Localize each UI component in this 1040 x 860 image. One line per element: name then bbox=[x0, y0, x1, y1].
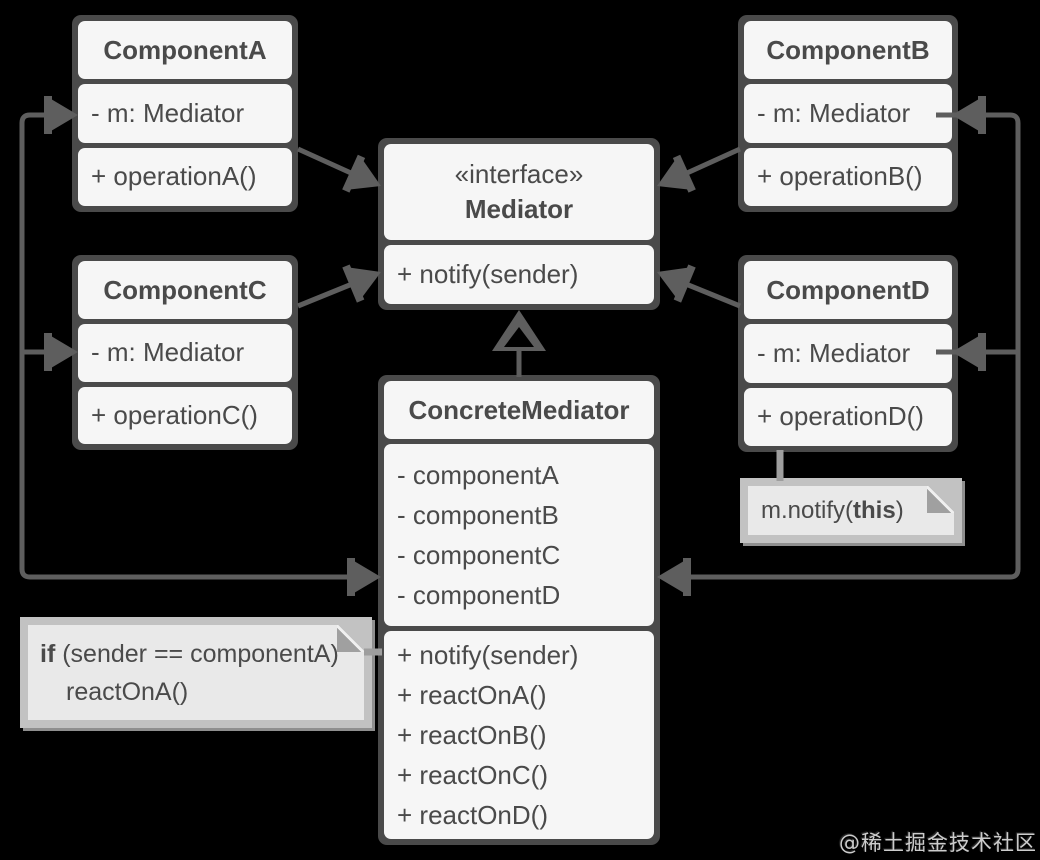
class-attribute: - m: Mediator bbox=[744, 84, 952, 143]
note-m-notify: m.notify(this) bbox=[740, 478, 962, 543]
class-method: + reactOnB() bbox=[397, 720, 547, 750]
class-title: ConcreteMediator bbox=[384, 381, 654, 439]
note-if-condition: if (sender == componentA) reactOnA() bbox=[20, 617, 372, 728]
arrowhead-into-concrete-mediator-left bbox=[347, 558, 381, 596]
note-fold-icon bbox=[927, 486, 954, 513]
class-box-componentA: ComponentA - m: Mediator + operationA() bbox=[72, 15, 298, 212]
class-box-componentC: ComponentC - m: Mediator + operationC() bbox=[72, 255, 298, 450]
class-box-componentB: ComponentB - m: Mediator + operationB() bbox=[738, 15, 958, 212]
class-fields-section: - componentA - componentB - componentC -… bbox=[384, 444, 654, 626]
realization-triangle-icon bbox=[492, 310, 546, 351]
class-method: + operationA() bbox=[78, 147, 292, 206]
note-text-line2: reactOnA() bbox=[66, 678, 189, 706]
class-field: - componentB bbox=[397, 500, 559, 530]
class-method: + reactOnC() bbox=[397, 760, 548, 790]
association-line-componentA-mediator bbox=[296, 146, 364, 181]
class-attribute: - m: Mediator bbox=[744, 324, 952, 383]
class-title: ComponentC bbox=[78, 261, 292, 319]
class-title: ComponentA bbox=[78, 21, 292, 79]
watermark: @稀土掘金技术社区 bbox=[839, 831, 1037, 855]
arrowhead-into-concrete-mediator-right bbox=[657, 558, 691, 596]
note-text: m.notify(this) bbox=[761, 496, 904, 524]
class-box-concrete-mediator: ConcreteMediator - componentA - componen… bbox=[378, 375, 660, 845]
class-box-componentD: ComponentD - m: Mediator + operationD() bbox=[738, 255, 958, 452]
note-fold-icon bbox=[337, 625, 364, 652]
class-title: Mediator bbox=[464, 194, 574, 224]
association-line-componentD-mediator bbox=[675, 277, 741, 309]
class-field: - componentC bbox=[397, 540, 561, 570]
interface-header: «interface» Mediator bbox=[384, 144, 654, 240]
class-method: + operationD() bbox=[744, 387, 952, 446]
class-attribute: - m: Mediator bbox=[78, 84, 292, 143]
class-method: + notify(sender) bbox=[397, 640, 579, 670]
class-field: - componentD bbox=[397, 580, 561, 610]
class-method: + reactOnD() bbox=[397, 800, 548, 830]
class-box-mediator-interface: «interface» Mediator + notify(sender) bbox=[378, 138, 660, 310]
class-methods-section: + notify(sender) + reactOnA() + reactOnB… bbox=[384, 631, 654, 839]
note-text-line1: if (sender == componentA) bbox=[40, 640, 339, 668]
class-title: ComponentB bbox=[744, 21, 952, 79]
class-method: + operationC() bbox=[78, 386, 292, 444]
class-attribute: - m: Mediator bbox=[78, 324, 292, 382]
association-line-componentC-mediator bbox=[297, 277, 363, 309]
interface-stereotype: «interface» bbox=[454, 159, 584, 189]
class-method: + operationB() bbox=[744, 147, 952, 206]
class-method: + reactOnA() bbox=[397, 680, 547, 710]
class-field: - componentA bbox=[397, 460, 559, 490]
association-line-componentB-mediator bbox=[674, 146, 742, 181]
class-method: + notify(sender) bbox=[384, 245, 654, 304]
class-title: ComponentD bbox=[744, 261, 952, 319]
